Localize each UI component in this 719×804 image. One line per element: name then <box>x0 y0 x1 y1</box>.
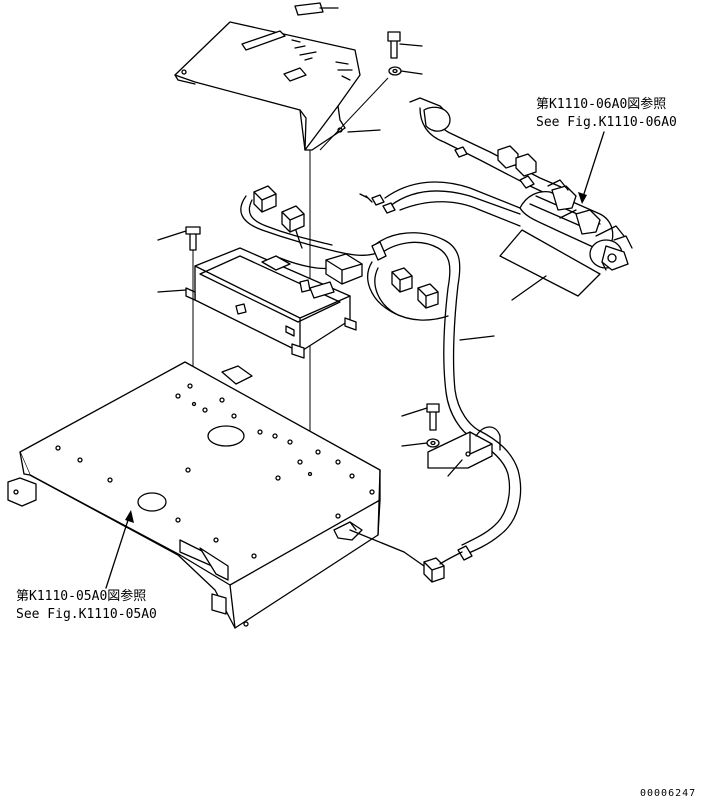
label-decal <box>294 2 339 16</box>
controller-harness <box>240 185 449 321</box>
harness-bracket <box>499 229 601 301</box>
washer-top <box>388 66 423 76</box>
main-harness <box>371 232 522 583</box>
cover-plate <box>174 21 361 151</box>
controller-box <box>185 247 357 359</box>
washer-clamp <box>401 438 440 448</box>
harness-clamp <box>427 426 501 477</box>
bolt-top <box>387 31 423 59</box>
base-frame <box>7 361 405 629</box>
bolt-clamp <box>401 403 440 431</box>
ref-upper-right-line2: See Fig.K1110-06A0 <box>536 115 677 130</box>
upper-harness-assembly <box>359 97 633 271</box>
ref-lower-left-line2: See Fig.K1110-05A0 <box>16 607 157 622</box>
ref-lower-left-line1: 第K1110-05A0図参照 <box>16 589 147 604</box>
document-number: 00006247 <box>640 788 697 799</box>
ref-upper-right-line1: 第K1110-06A0図参照 <box>536 97 667 112</box>
